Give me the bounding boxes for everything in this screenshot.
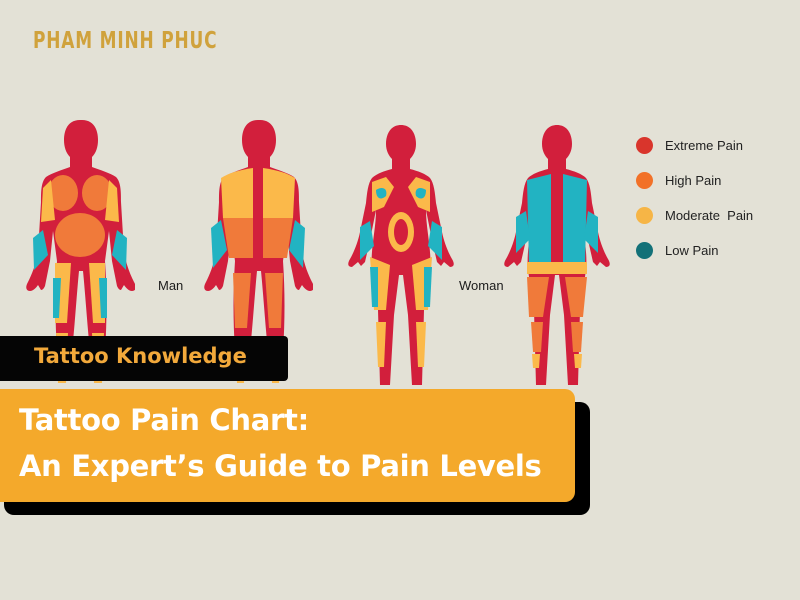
woman-front-figure — [348, 125, 454, 385]
legend-item-high: High Pain — [636, 163, 753, 198]
legend-item-extreme: Extreme Pain — [636, 128, 753, 163]
extreme-pain-dot-icon — [636, 137, 653, 154]
moderate-pain-dot-icon — [636, 207, 653, 224]
low-pain-dot-icon — [636, 242, 653, 259]
legend-item-moderate: Moderate Pain — [636, 198, 753, 233]
legend-label: Moderate Pain — [665, 208, 754, 223]
title-box: Tattoo Pain Chart: An Expert’s Guide to … — [0, 389, 575, 502]
high-pain-dot-icon — [636, 172, 653, 189]
man-front-figure — [26, 120, 135, 383]
category-tag-label: Tattoo Knowledge — [34, 344, 247, 368]
legend-label: High Pain — [665, 173, 722, 188]
category-tag[interactable]: Tattoo Knowledge — [0, 336, 288, 381]
woman-back-figure — [504, 125, 610, 385]
woman-label: Woman — [459, 278, 504, 293]
legend-item-low: Low Pain — [636, 233, 753, 268]
legend-label: Extreme Pain — [665, 138, 744, 153]
brand-logo: PHAM MINH PHUC — [33, 28, 218, 54]
man-label: Man — [158, 278, 184, 293]
pain-legend: Extreme Pain High Pain Moderate Pain Low… — [636, 128, 753, 268]
title-line-1: Tattoo Pain Chart: — [19, 403, 309, 437]
title-line-2: An Expert’s Guide to Pain Levels — [19, 449, 542, 483]
legend-label: Low Pain — [665, 243, 719, 258]
